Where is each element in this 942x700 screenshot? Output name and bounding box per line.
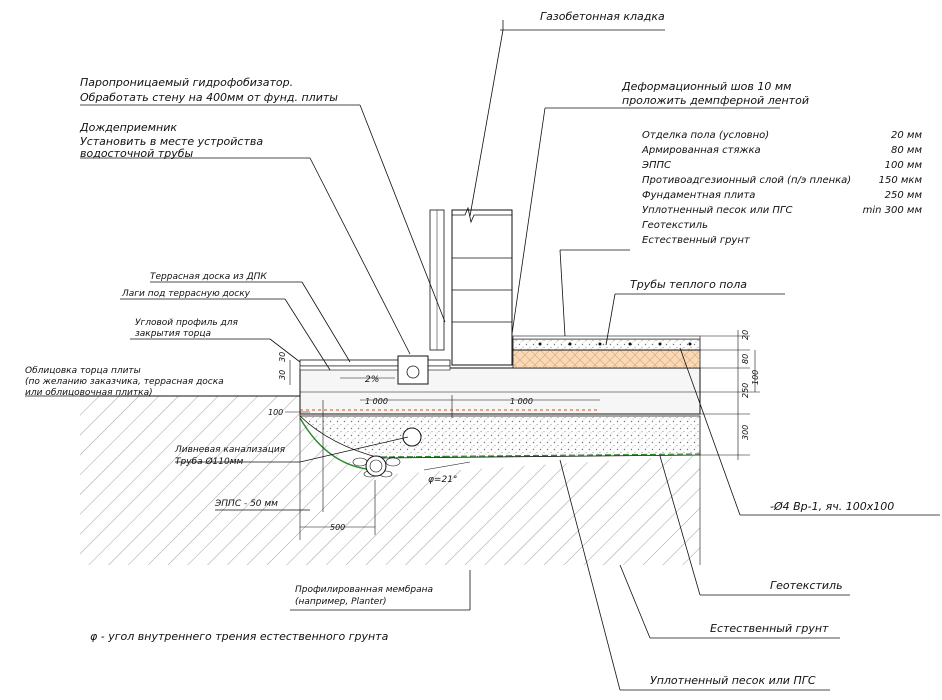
layer-name: Естественный грунт: [642, 235, 751, 246]
label-membrane-1: Паропроницаемый гидрофобизатор.: [80, 76, 293, 89]
dim-30-b: 30: [278, 352, 287, 362]
label-slope: 2%: [365, 375, 379, 385]
layer-name: Уплотненный песок или ПГС: [642, 205, 792, 216]
layer-value: 80 мм: [891, 145, 922, 156]
label-drain-1: Дождеприемник: [79, 121, 177, 134]
label-drain-2: Установить в месте устройства: [80, 135, 263, 148]
label-storm-2: Труба Ø110мм: [175, 456, 244, 467]
label-corner-1: Угловой профиль для: [135, 318, 239, 328]
label-joint-1: Деформационный шов 10 мм: [621, 80, 791, 93]
label-gas-concrete: Газобетонная кладка: [540, 10, 665, 23]
layer-name: Фундаментная плита: [642, 190, 755, 201]
dim-r100: 100: [751, 370, 760, 385]
dim-r20: 20: [741, 330, 750, 340]
layer-value: 20 мм: [891, 130, 922, 141]
natural-soil-area: [80, 396, 700, 565]
foundation-slab: [299, 367, 701, 415]
layer-name: Противоадгезионный слой (п/э пленка): [642, 175, 851, 186]
label-drain-3: водосточной трубы: [80, 147, 193, 160]
dim-r250: 250: [741, 383, 750, 398]
drain-pipe: [365, 455, 387, 477]
dim-1000-a: 1 000: [365, 397, 388, 406]
layer-name: ЭППС: [641, 160, 671, 171]
layer-name: Отделка пола (условно): [642, 130, 769, 141]
label-geotextile: Геотекстиль: [770, 579, 843, 592]
dim-30-a: 30: [278, 370, 287, 380]
label-cladding-1: Облицовка торца плиты: [25, 366, 141, 376]
dim-1000-b: 1 000: [510, 397, 533, 406]
layer-spec-table: Отделка пола (условно) 20 мм Армированная …: [641, 130, 922, 246]
layer-value: 250 мм: [885, 190, 923, 201]
label-profiled-2: (например, Planter): [295, 597, 387, 607]
layer-value: min 300 мм: [863, 205, 923, 216]
label-joists: Лаги под террасную доску: [121, 289, 251, 299]
layer-value: 100 мм: [885, 160, 923, 171]
label-phi-angle: φ=21°: [428, 475, 457, 485]
label-corner-2: закрытия торца: [135, 329, 211, 339]
layer-name: Геотекстиль: [642, 220, 708, 231]
label-terrace-board: Террасная доска из ДПК: [150, 272, 267, 282]
dim-100: 100: [268, 408, 283, 417]
label-storm-1: Ливневая канализация: [174, 445, 286, 455]
dim-r300: 300: [741, 425, 750, 440]
label-natural-soil: Естественный грунт: [710, 622, 829, 635]
layer-value: 150 мкм: [879, 175, 923, 186]
label-membrane-2: Обработать стену на 400мм от фунд. плиты: [80, 91, 338, 104]
dim-500: 500: [330, 523, 345, 532]
gas-concrete-wall: [451, 209, 513, 366]
phi-note: φ - угол внутреннего трения естественног…: [90, 630, 389, 643]
heating-pipes: [538, 342, 692, 346]
compacted-sand-layer: [299, 415, 701, 459]
label-profiled-1: Профилированная мембрана: [295, 585, 433, 595]
label-cladding-3: или облицовочная плитка): [25, 388, 153, 398]
label-mesh: -Ø4 Вр-1, яч. 100х100: [770, 500, 894, 513]
dim-r80: 80: [741, 354, 750, 364]
storm-drain-pipe: [402, 427, 422, 447]
label-cladding-2: (по желанию заказчика, террасная доска: [25, 377, 224, 387]
rain-inlet: [397, 355, 429, 385]
label-compacted-sand: Уплотненный песок или ПГС: [650, 674, 816, 687]
layer-name: Армированная стяжка: [641, 145, 761, 156]
label-floor-heating: Трубы теплого пола: [630, 278, 747, 291]
label-epps50: ЭППС - 50 мм: [214, 499, 278, 509]
label-joint-2: проложить демпферной лентой: [622, 94, 809, 107]
